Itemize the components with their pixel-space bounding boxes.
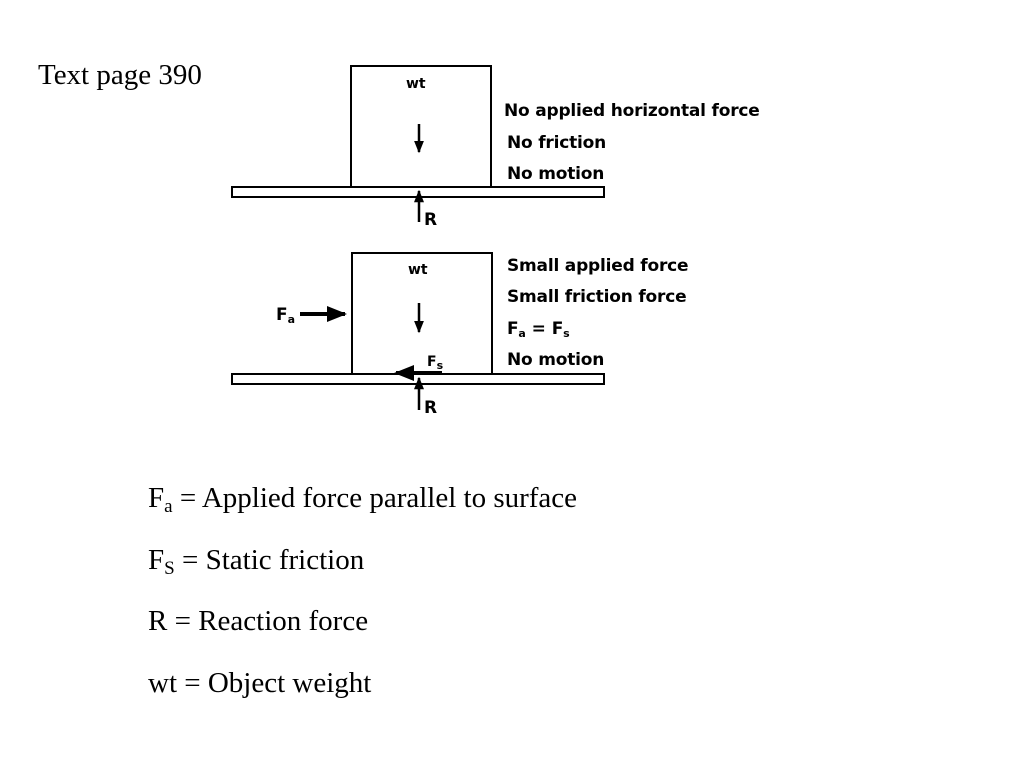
legend-reaction-force: R = Reaction force xyxy=(148,599,577,661)
bottom-condition-1: Small applied force xyxy=(507,256,688,276)
legend-object-weight: wt = Object weight xyxy=(148,661,577,723)
symbol-legend: Fa = Applied force parallel to surface F… xyxy=(148,476,577,722)
bottom-diagram: wt Fa Fs R Small applied force Small fri… xyxy=(231,252,689,418)
bottom-block xyxy=(351,252,493,375)
bottom-condition-4: No motion xyxy=(507,350,604,370)
legend-text: = Applied force parallel to surface xyxy=(172,482,578,514)
top-condition-1: No applied horizontal force xyxy=(504,101,760,121)
friction-force-label: Fs xyxy=(427,354,444,372)
top-block xyxy=(350,65,492,188)
legend-symbol: F xyxy=(148,482,165,514)
top-diagram: wt R No applied horizontal force No fric… xyxy=(231,65,760,230)
legend-symbol: R xyxy=(148,605,168,637)
legend-symbol-sub: S xyxy=(164,557,175,579)
top-weight-label: wt xyxy=(406,76,426,92)
legend-symbol: wt xyxy=(148,666,177,699)
legend-text: = Object weight xyxy=(177,666,372,699)
bottom-condition-2: Small friction force xyxy=(507,287,686,307)
friction-diagram: wt R No applied horizontal force No fric… xyxy=(231,65,760,418)
top-condition-2: No friction xyxy=(507,133,606,153)
legend-static-friction: FS = Static friction xyxy=(148,538,577,600)
legend-symbol-sub: a xyxy=(164,496,173,517)
bottom-condition-3: Fa=Fs xyxy=(507,319,570,340)
bottom-weight-label: wt xyxy=(408,262,428,278)
applied-force-label: Fa xyxy=(276,305,295,326)
bottom-reaction-label: R xyxy=(424,398,437,418)
legend-text: = Static friction xyxy=(174,543,365,576)
legend-text: = Reaction force xyxy=(167,605,369,637)
page-reference: Text page 390 xyxy=(38,59,202,91)
legend-symbol: F xyxy=(148,543,165,576)
top-condition-3: No motion xyxy=(507,164,604,184)
top-reaction-label: R xyxy=(424,210,437,230)
legend-applied-force: Fa = Applied force parallel to surface xyxy=(148,476,577,538)
